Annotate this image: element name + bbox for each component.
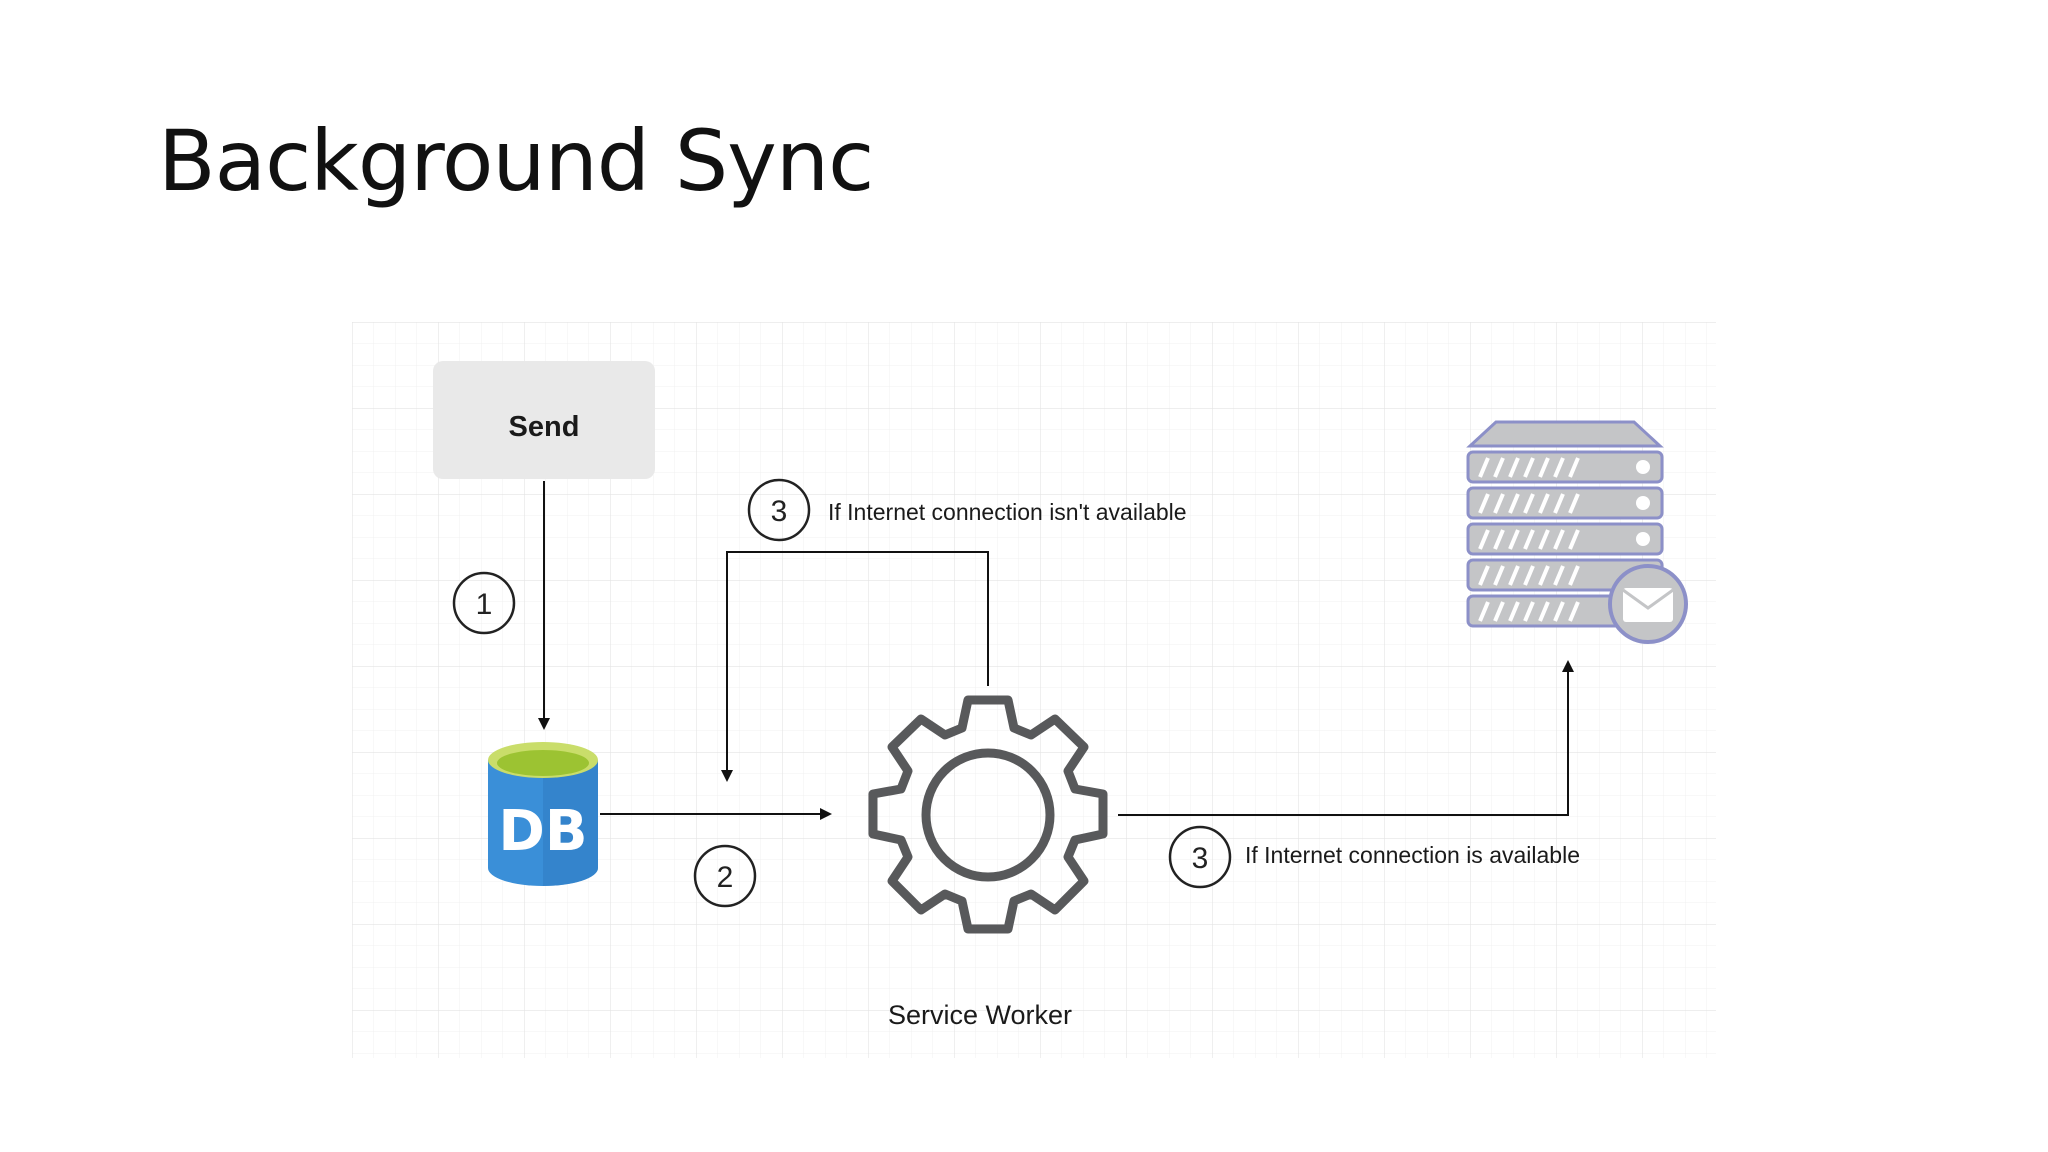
server-unit-1 <box>1466 450 1664 484</box>
server-icon <box>1466 420 1688 644</box>
step-2-number: 2 <box>717 861 734 894</box>
slide-title: Background Sync <box>158 112 874 210</box>
step-3-online-number: 3 <box>1192 842 1209 875</box>
db-label: DB <box>498 799 587 864</box>
offline-condition-label: If Internet connection isn't available <box>828 499 1187 525</box>
server-unit-3 <box>1466 522 1664 556</box>
arrow-online-to-server <box>1118 660 1574 816</box>
step-3-offline-number: 3 <box>771 495 788 528</box>
step-2-badge: 2 <box>693 844 757 908</box>
arrow-offline-retry-loop <box>721 551 989 782</box>
step-1-badge: 1 <box>452 571 516 635</box>
send-button[interactable]: Send <box>433 361 655 479</box>
database-icon: DB <box>488 742 598 886</box>
send-label: Send <box>509 411 580 443</box>
mail-icon <box>1608 564 1688 644</box>
step-3-online-badge: 3 <box>1168 825 1232 889</box>
gear-icon <box>868 695 1108 934</box>
server-unit-2 <box>1466 486 1664 520</box>
service-worker-label: Service Worker <box>888 1000 1072 1030</box>
step-1-number: 1 <box>476 588 493 621</box>
online-condition-label: If Internet connection is available <box>1245 842 1580 868</box>
step-3-offline-badge: 3 <box>747 478 811 542</box>
